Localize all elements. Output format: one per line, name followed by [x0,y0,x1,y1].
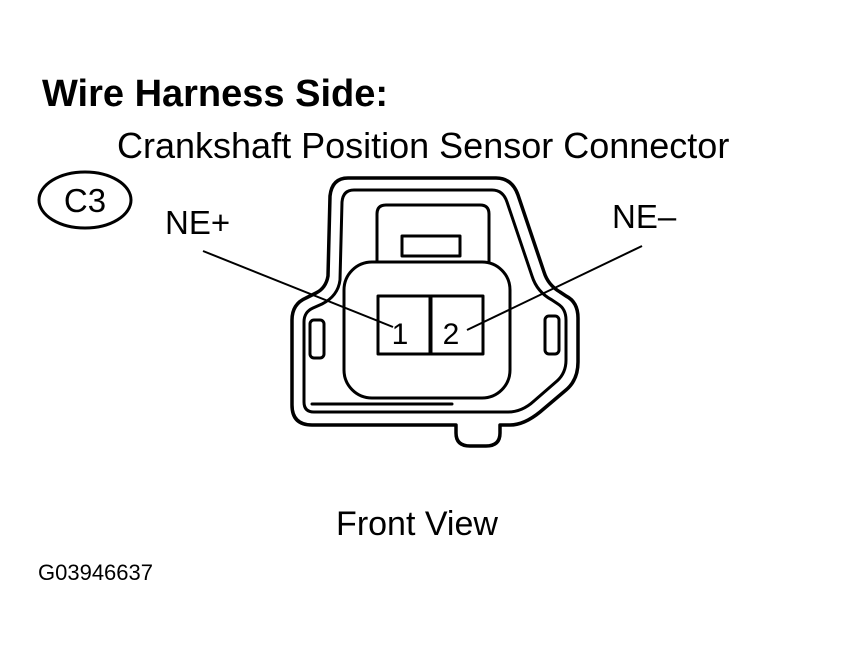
housing-inner-outline [302,188,568,414]
pin1-signal-label: NE+ [165,204,230,241]
pin1-number: 1 [392,318,409,351]
connector-code-label: C3 [64,182,106,219]
connector-code-oval [37,170,133,230]
housing-outline [290,176,580,448]
pin2-signal-label: NE– [612,198,677,235]
connector-code-badge: C3 [37,170,133,230]
pin1-leader-line [202,250,394,328]
figure-id: G03946637 [38,560,153,585]
right-guide-tab [543,314,561,356]
latch-window [400,234,462,258]
pin2-number: 2 [443,318,460,351]
pin2-leader-line [466,245,643,331]
connector-housing: 1 2 [290,176,580,448]
left-guide-tab [308,318,326,360]
mating-face [342,260,512,400]
diagram-heading: Wire Harness Side: [42,73,388,115]
pin2-cavity [429,294,485,356]
locking-latch [375,203,491,264]
connector-name: Crankshaft Position Sensor Connector [117,125,729,166]
view-caption: Front View [336,505,498,543]
